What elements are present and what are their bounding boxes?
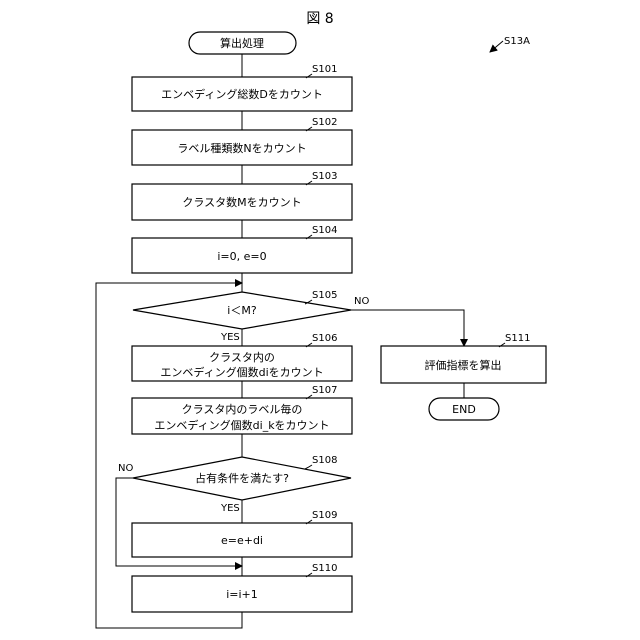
step-s107-label-line2: エンベディング個数di_kをカウント [154,418,329,432]
step-s107-label-line1: クラスタ内のラベル毎の [182,402,303,416]
step-s106-id: S106 [312,333,337,344]
step-s103-label: クラスタ数Mをカウント [182,196,301,209]
step-s103-id: S103 [312,171,337,182]
step-s102-id: S102 [312,117,337,128]
step-s107-id: S107 [312,385,337,396]
step-s101-label: エンベディング総数Dをカウント [161,87,323,101]
step-s109-id: S109 [312,510,337,521]
decision-s108-label: 占有条件を満たす? [195,471,289,485]
step-s106-label-line2: エンベディング個数diをカウント [160,365,323,379]
step-s110-id: S110 [312,563,337,574]
step-s105-id: S105 [312,290,337,301]
end-label: END [452,403,476,416]
step-s111-label: 評価指標を算出 [425,358,502,372]
step-s108-tick [305,465,312,469]
step-s104-label: i=0, e=0 [217,250,266,263]
decision-s105-yes-label: YES [220,332,240,343]
step-s111-id: S111 [505,333,530,344]
s105-no-connector [351,310,464,346]
step-s101-id: S101 [312,64,337,75]
figure-title: 図 8 [306,11,333,27]
step-s109-label: e=e+di [221,534,263,547]
decision-s108-no-label: NO [118,463,133,474]
figure-ref-arrow [490,41,503,52]
step-s110-label: i=i+1 [226,588,258,601]
figure-ref-label: S13A [504,36,530,47]
decision-s105-no-label: NO [354,296,369,307]
step-s108-id: S108 [312,455,337,466]
start-label: 算出処理 [220,36,264,50]
decision-s105-label: i＜M? [227,304,257,317]
decision-s108-yes-label: YES [220,503,240,514]
step-s106-label-line1: クラスタ内の [209,350,275,364]
step-s102-label: ラベル種類数Nをカウント [177,141,306,155]
step-s104-id: S104 [312,225,337,236]
